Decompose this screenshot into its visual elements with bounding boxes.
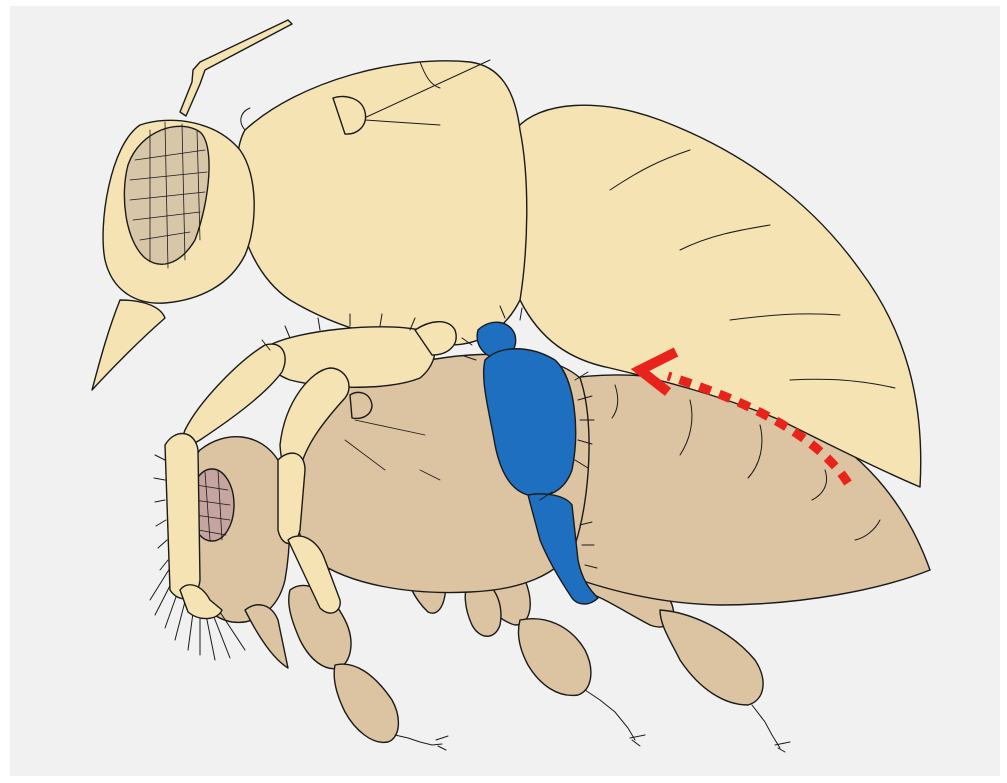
lower-leg-tarsus [752, 705, 790, 752]
lower-leg-segment [518, 619, 590, 696]
lower-thorax-plate [350, 392, 372, 418]
lower-leg-segment [334, 664, 398, 742]
upper-insect-antenna [180, 20, 292, 116]
lower-leg-tarsus [585, 690, 645, 746]
upper-insect-mandible [92, 300, 165, 390]
lower-insect-mandible [245, 605, 288, 668]
upper-leg-segment [165, 434, 200, 599]
lower-leg-tarsus [395, 735, 448, 750]
upper-leg-segment [267, 327, 435, 387]
lower-leg-segment [660, 610, 763, 705]
upper-insect-thorax [237, 61, 527, 345]
upper-leg-segment [183, 344, 285, 444]
